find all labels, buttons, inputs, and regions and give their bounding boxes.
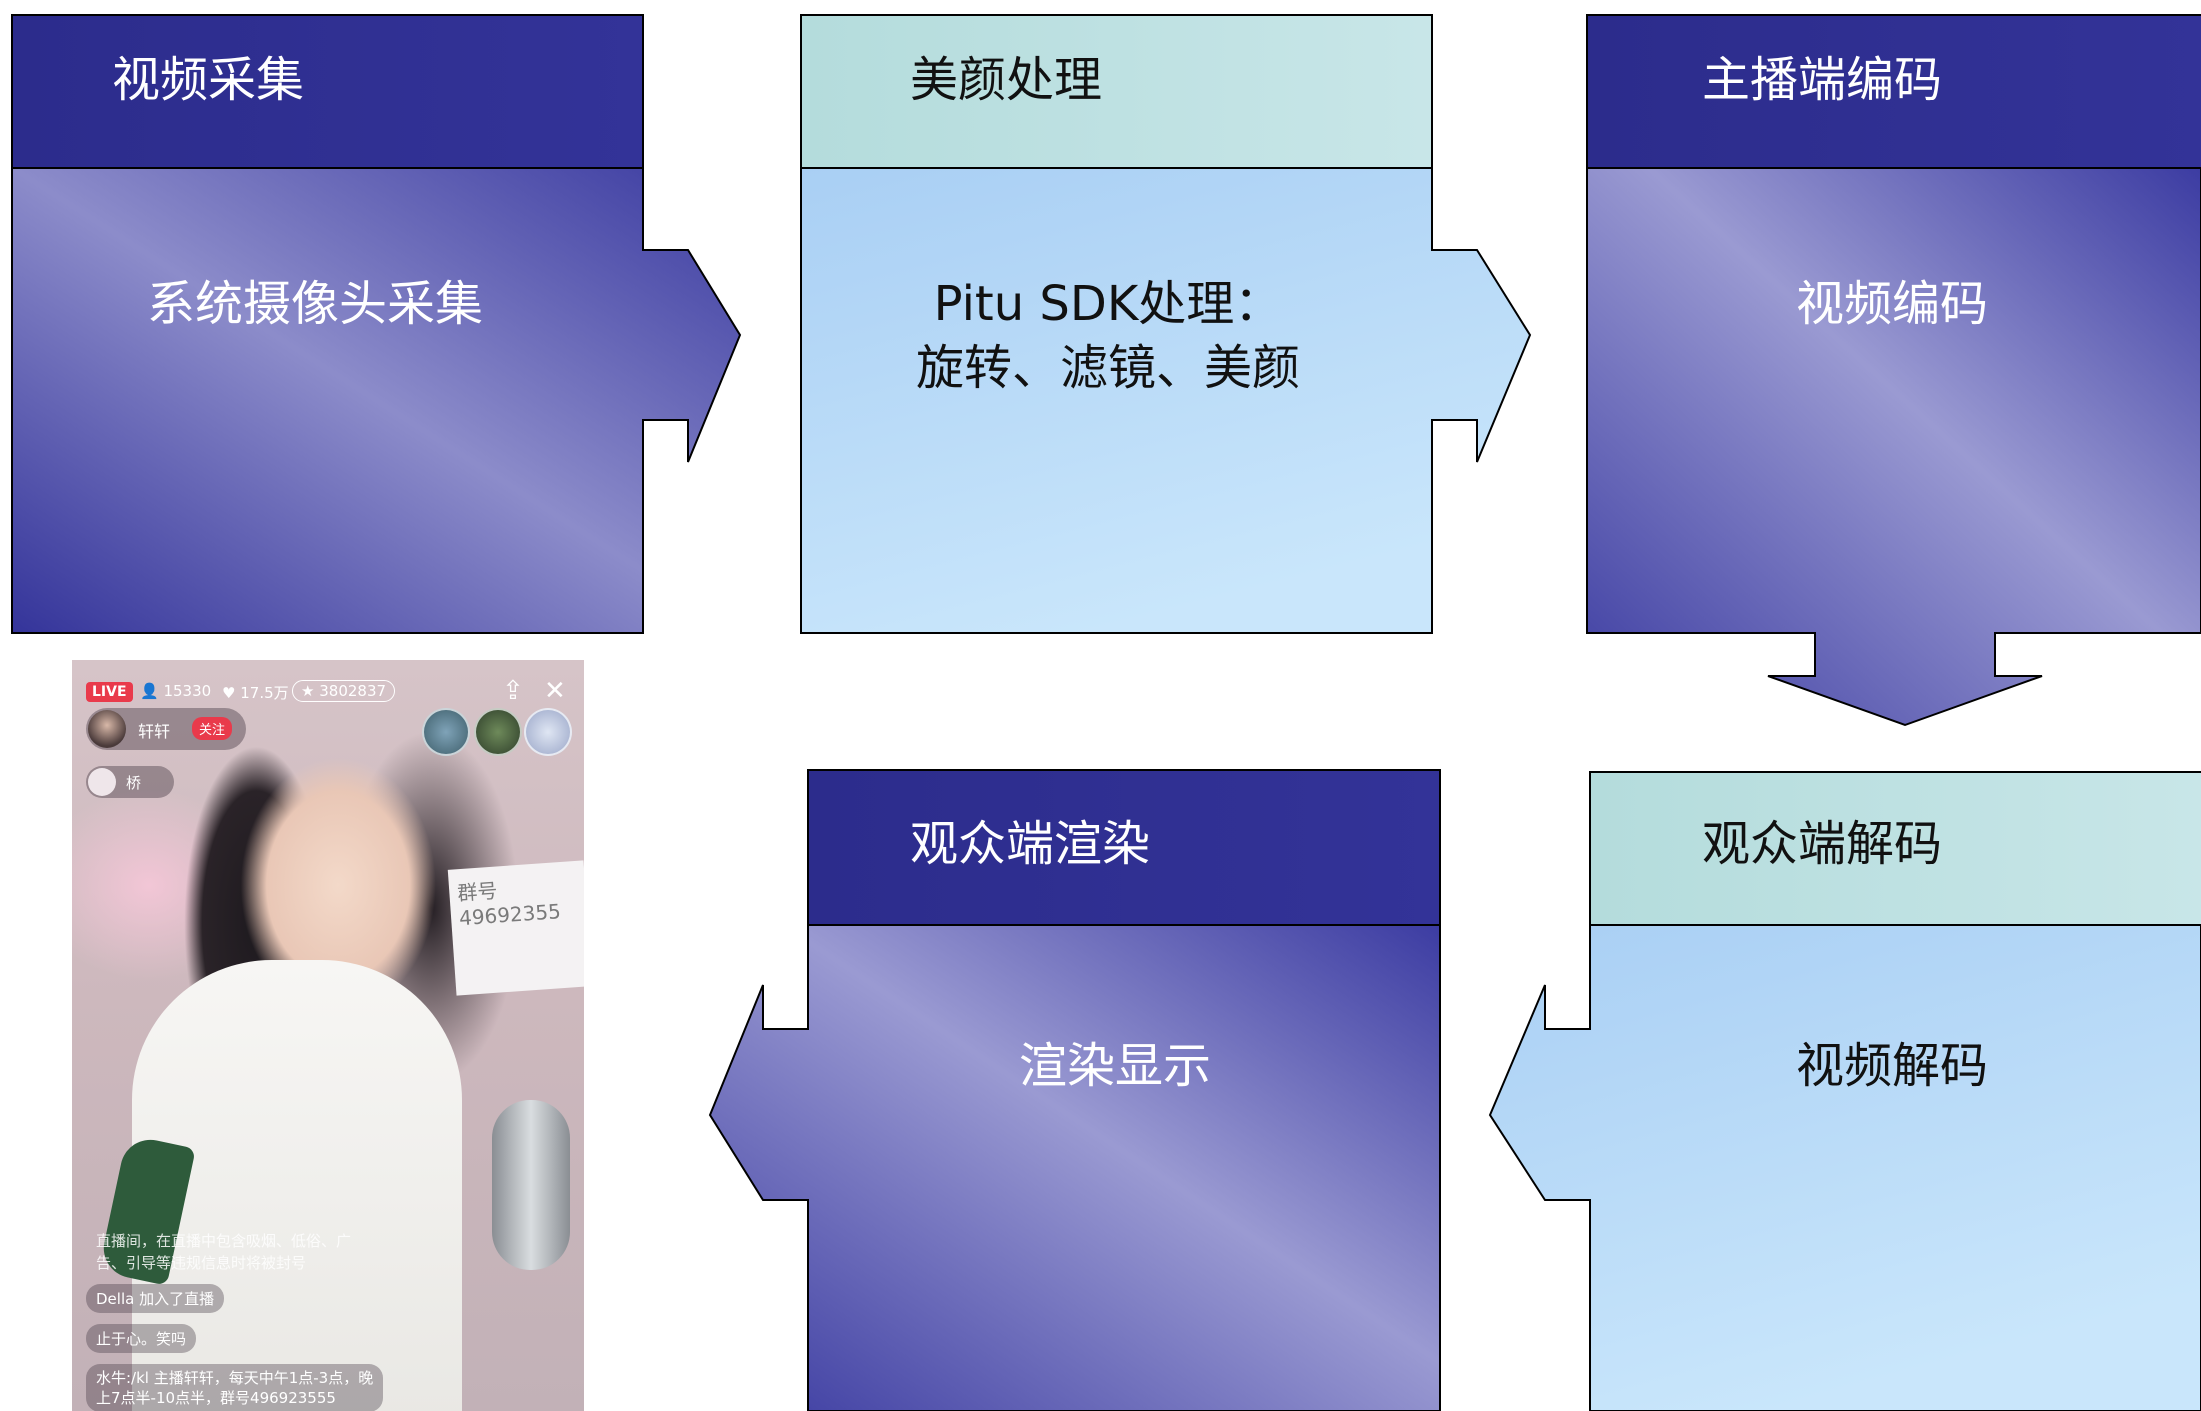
- capture-header: [11, 14, 644, 169]
- like-count: ♥ 17.5万: [222, 682, 289, 703]
- person-icon: 👤: [140, 682, 159, 700]
- encode-body-text: 视频编码: [1796, 276, 1988, 332]
- viewer-avatar[interactable]: [474, 708, 522, 756]
- bridge-info[interactable]: 桥: [86, 766, 174, 798]
- live-badge: LIVE: [86, 682, 133, 702]
- render-arrow-body: [708, 924, 1441, 1411]
- share-icon[interactable]: ⇪: [502, 676, 524, 706]
- like-count-value: 17.5万: [240, 684, 289, 702]
- beauty-body-line1: Pitu SDK处理：: [934, 276, 1283, 332]
- capture-body-text: 系统摄像头采集: [147, 276, 483, 332]
- host-avatar[interactable]: [88, 710, 126, 748]
- decode-header: [1589, 771, 2201, 926]
- notice-message: 直播间，在直播中包含吸烟、低俗、广 告、引导等违规信息时将被封号: [96, 1230, 351, 1274]
- beauty-header: [800, 14, 1433, 169]
- encode-arrow-body: [1586, 167, 2201, 727]
- viewer-avatar[interactable]: [524, 708, 572, 756]
- render-header: [807, 769, 1441, 926]
- beauty-header-text: 美颜处理: [910, 52, 1102, 108]
- chat-join-message: Della 加入了直播: [86, 1284, 225, 1313]
- chat-info-line-1: 水牛:/kl 主播轩轩，每天中午1点-3点，晚: [96, 1369, 374, 1387]
- render-node: 观众端渲染 渲染显示: [708, 769, 1441, 1411]
- viewer-avatar[interactable]: [422, 708, 470, 756]
- coin-count-value: 3802837: [319, 682, 387, 700]
- capture-header-text: 视频采集: [112, 52, 304, 108]
- capture-arrow-body: [11, 167, 742, 634]
- viewer-count-value: 15330: [163, 682, 212, 700]
- heart-icon: ♥: [222, 684, 236, 702]
- render-body-text: 渲染显示: [1019, 1038, 1211, 1094]
- chat-info-message: 水牛:/kl 主播轩轩，每天中午1点-3点，晚 上7点半-10点半，群号4969…: [86, 1364, 384, 1411]
- star-icon: ★: [301, 682, 315, 700]
- viewer-count: 👤 15330: [140, 682, 211, 700]
- live-stream-screenshot: 群号 49692355 LIVE 👤 15330 ♥ 17.5万 ★ 38028…: [72, 660, 584, 1411]
- notice-line-1: 直播间，在直播中包含吸烟、低俗、广: [96, 1232, 352, 1250]
- follow-button[interactable]: 关注: [192, 717, 233, 740]
- decode-node: 观众端解码 视频解码: [1488, 771, 2201, 1411]
- microphone-image: [492, 1100, 570, 1270]
- group-number-sign: 群号 49692355: [447, 860, 584, 996]
- decode-body-text: 视频解码: [1796, 1038, 1988, 1094]
- encode-header-text: 主播端编码: [1702, 52, 1942, 108]
- render-header-text: 观众端渲染: [910, 816, 1150, 872]
- bridge-name: 桥: [126, 774, 142, 792]
- decode-header-text: 观众端解码: [1702, 816, 1942, 872]
- beauty-node: 美颜处理 Pitu SDK处理： 旋转、滤镜、美颜: [800, 14, 1532, 634]
- chat-message: 止于心。笑吗: [86, 1324, 197, 1353]
- host-name: 轩轩: [138, 722, 171, 741]
- encode-header: [1586, 14, 2201, 169]
- beauty-arrow-body: [800, 167, 1532, 634]
- host-info[interactable]: 轩轩 关注: [86, 708, 246, 750]
- stream-topbar: LIVE 👤 15330 ♥ 17.5万 ★ 3802837 ⇪ ✕: [72, 670, 584, 714]
- chat-info-line-2: 上7点半-10点半，群号496923555: [96, 1389, 336, 1407]
- decode-arrow-body: [1488, 924, 2201, 1411]
- notice-line-2: 告、引导等违规信息时将被封号: [96, 1254, 307, 1272]
- capture-node: 视频采集 系统摄像头采集: [11, 14, 742, 634]
- bridge-avatar: [88, 768, 116, 796]
- close-icon[interactable]: ✕: [544, 676, 566, 706]
- coin-pill[interactable]: ★ 3802837: [292, 680, 396, 702]
- encode-node: 主播端编码 视频编码: [1586, 14, 2201, 727]
- beauty-body-line2: 旋转、滤镜、美颜: [916, 340, 1300, 396]
